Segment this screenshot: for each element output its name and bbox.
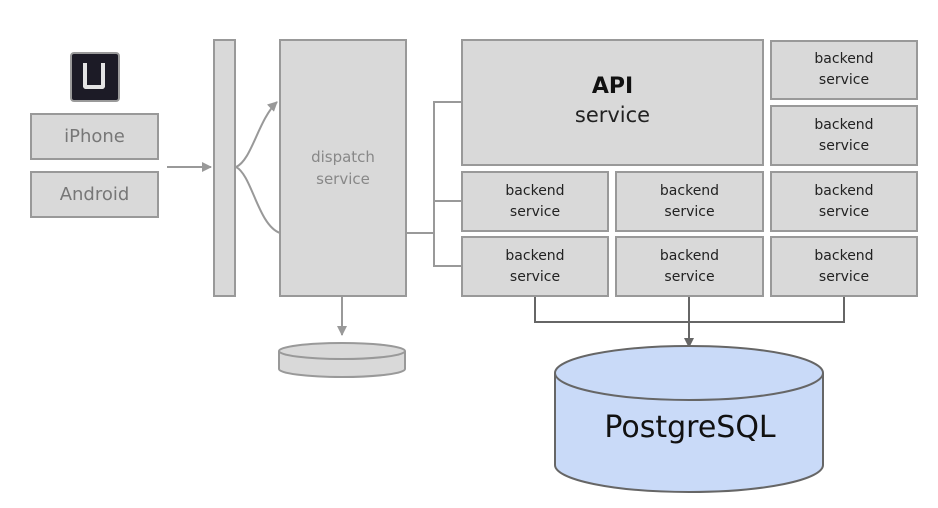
backend-service: backend service [770, 40, 918, 100]
backend-line2: service [818, 72, 870, 88]
backend-line2: service [509, 268, 561, 285]
backend-line2: service [818, 268, 870, 285]
backend-service: backend service [615, 236, 764, 297]
client-android: Android [30, 171, 159, 218]
postgres-database [554, 345, 824, 493]
backend-line2: service [664, 268, 715, 285]
backend-service: backend service [615, 171, 764, 232]
backend-service: backend service [770, 171, 918, 232]
backend-line1: backend [659, 182, 720, 199]
client-label: iPhone [64, 126, 125, 147]
api-title: API [591, 73, 634, 99]
uber-logo-icon [70, 52, 120, 102]
backend-line2: service [664, 203, 715, 220]
backend-line1: backend [659, 247, 720, 264]
backend-service: backend service [770, 236, 918, 297]
backend-service: backend service [770, 105, 918, 166]
dispatch-line1: dispatch [311, 148, 375, 166]
arrow-lb-to-dispatch [235, 101, 278, 168]
client-label: Android [59, 184, 130, 205]
uber-u-glyph [83, 63, 105, 89]
postgres-label: PostgreSQL [604, 410, 776, 445]
api-service: API service [461, 39, 764, 166]
backend-service: backend service [461, 171, 609, 232]
dispatch-database [278, 342, 406, 378]
backend-line2: service [818, 137, 870, 154]
load-balancer [213, 39, 236, 297]
backend-service: backend service [461, 236, 609, 297]
backend-line1: backend [814, 182, 874, 199]
backend-line1: backend [505, 247, 565, 264]
backend-line1: backend [814, 116, 874, 133]
dispatch-line2: service [316, 170, 370, 188]
api-subtitle: service [574, 102, 651, 127]
line-lb-to-api [235, 166, 281, 234]
backend-line1: backend [814, 247, 874, 264]
client-iphone: iPhone [30, 113, 159, 160]
backend-line2: service [509, 203, 561, 220]
dispatch-service: dispatch service [279, 39, 407, 297]
backend-line2: service [818, 203, 870, 220]
backend-line1: backend [505, 182, 565, 199]
backend-line1: backend [814, 51, 874, 67]
